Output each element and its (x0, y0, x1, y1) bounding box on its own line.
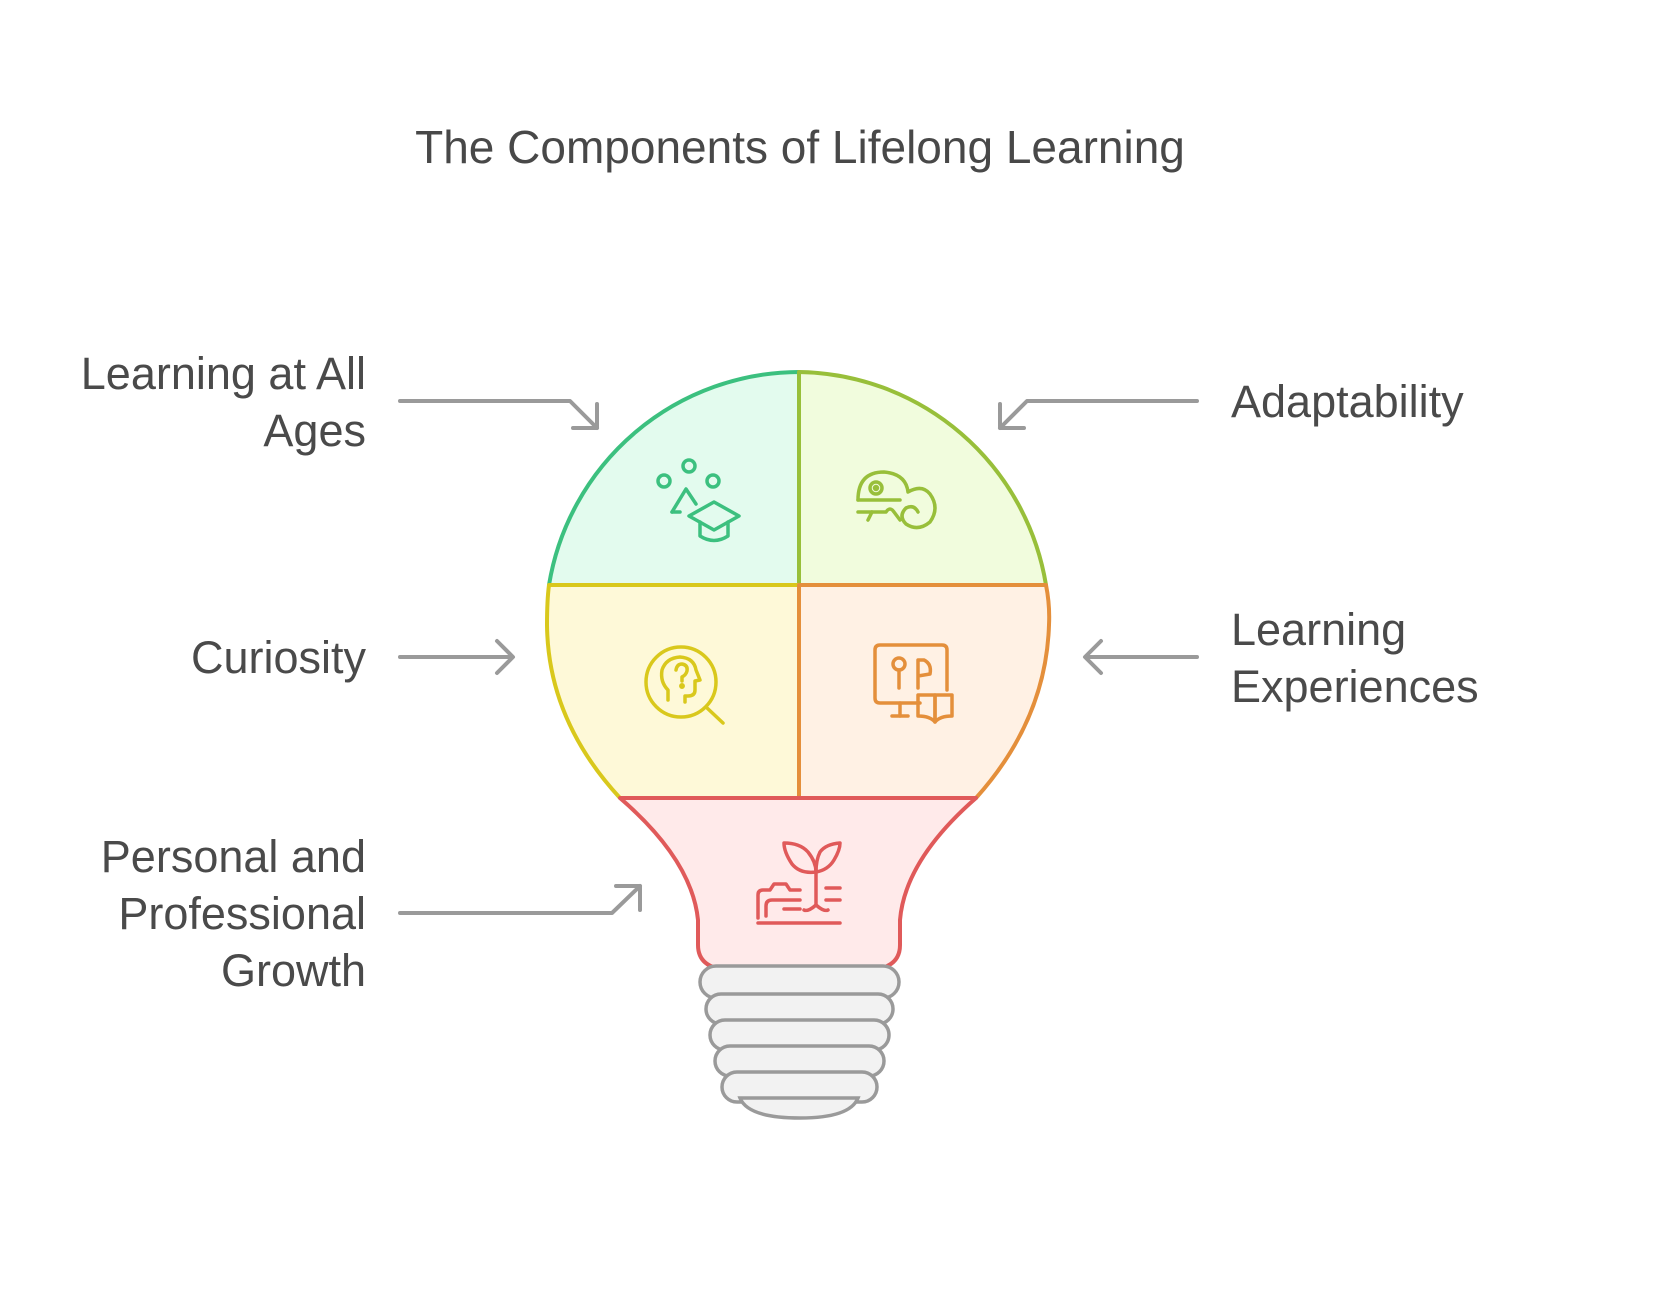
label-line: Growth (220, 945, 366, 996)
label-line: Ages (263, 405, 366, 456)
graduation-cap-icon (656, 458, 741, 543)
arrows (398, 399, 1199, 915)
label-curiosity: Curiosity (191, 629, 366, 686)
label-learning-at-all-ages: Learning at All Ages (81, 345, 366, 459)
label-line: Learning (1231, 604, 1407, 655)
base-tip (737, 1096, 861, 1120)
label-personal-professional-growth: Personal and Professional Growth (101, 828, 366, 999)
segment-adaptability (797, 370, 1048, 587)
segment-learning-experiences (797, 583, 1052, 800)
label-adaptability: Adaptability (1231, 373, 1464, 430)
head-question-magnifier-icon (644, 645, 725, 725)
label-line: Personal and (100, 831, 366, 882)
label-line: Curiosity (190, 632, 366, 683)
arrow-curiosity (398, 639, 515, 675)
label-line: Adaptability (1231, 376, 1464, 427)
arrow-adaptability (998, 399, 1199, 430)
label-line: Learning at All (80, 348, 366, 399)
label-line: Experiences (1231, 661, 1479, 712)
page-title: The Components of Lifelong Learning (415, 121, 1185, 173)
arrow-learning-at-all-ages (398, 399, 599, 430)
label-learning-experiences: Learning Experiences (1231, 601, 1479, 715)
chameleon-icon (856, 470, 937, 530)
bulb-base (698, 964, 901, 1120)
segment-curiosity (545, 583, 801, 800)
segment-learning-at-all-ages (547, 370, 801, 587)
monitor-book-icon (873, 643, 954, 724)
arrow-learning-experiences (1083, 639, 1199, 675)
arrow-personal-professional-growth (398, 884, 642, 915)
label-line: Professional (118, 888, 366, 939)
sprout-growth-icon (756, 841, 842, 925)
segment-personal-professional-growth (618, 796, 978, 975)
